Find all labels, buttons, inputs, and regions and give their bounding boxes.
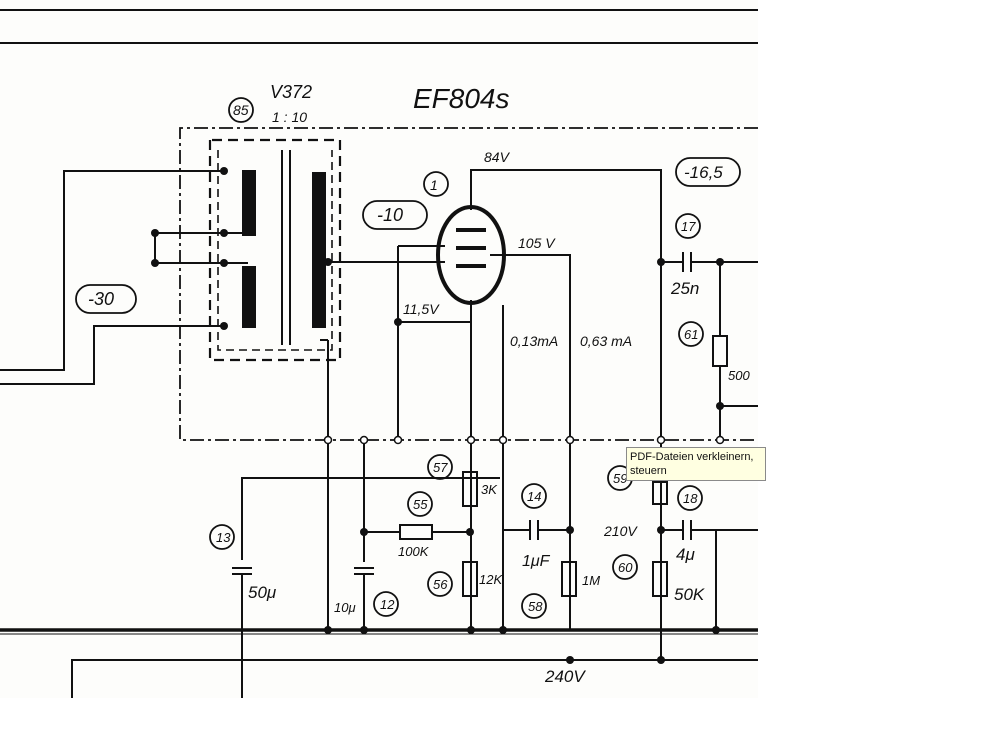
tooltip: PDF-Dateien verkleinern, steuern — [626, 447, 766, 481]
transformer-ratio-label: 1 : 10 — [272, 109, 307, 125]
component-61-number: 61 — [684, 327, 698, 342]
screen-current-label: 0,63 mA — [580, 333, 632, 349]
cathode-voltage-label: 11,5V — [403, 301, 440, 317]
schematic-drawing: EF804s 1 V372 1 : 10 85 -10 -30 -16,5 84… — [0, 9, 758, 698]
component-58-number: 58 — [528, 599, 543, 614]
component-12-number: 12 — [380, 597, 395, 612]
component-14-number: 14 — [527, 489, 541, 504]
component-60-value: 50K — [674, 585, 705, 604]
supply-210-label: 210V — [603, 523, 638, 539]
component-17-number: 17 — [681, 219, 696, 234]
screen-voltage-label: 105 V — [518, 235, 556, 251]
transformer-type-label: V372 — [270, 82, 312, 102]
grid-bias-box: -10 — [377, 205, 403, 225]
component-56-number: 56 — [433, 577, 448, 592]
component-58-value: 1M — [582, 573, 600, 588]
anode-voltage-label: 84V — [484, 149, 511, 165]
component-17-value: 25n — [670, 279, 699, 298]
component-12-value: 10μ — [334, 600, 356, 615]
schematic-scan: EF804s 1 V372 1 : 10 85 -10 -30 -16,5 84… — [0, 9, 758, 698]
component-55-number: 55 — [413, 497, 428, 512]
component-55-value: 100K — [398, 544, 430, 559]
component-57-value: 3K — [481, 482, 498, 497]
output-box: -16,5 — [684, 163, 723, 182]
input-box: -30 — [88, 289, 114, 309]
tooltip-line-1: PDF-Dateien verkleinern, — [630, 451, 754, 463]
tube-type-label: EF804s — [413, 83, 510, 114]
component-13-number: 13 — [216, 530, 231, 545]
anode-current-label: 0,13mA — [510, 333, 558, 349]
component-13-value: 50μ — [248, 583, 277, 602]
component-60-number: 60 — [618, 560, 633, 575]
component-57-number: 57 — [433, 460, 448, 475]
transformer-number-label: 85 — [233, 102, 249, 118]
component-18-number: 18 — [683, 491, 698, 506]
component-61-value: 500 — [728, 368, 750, 383]
component-56-value: 12K — [479, 572, 503, 587]
component-18-value: 4μ — [676, 545, 695, 564]
component-14-value: 1μF — [522, 553, 551, 570]
tube-number-label: 1 — [430, 177, 438, 193]
tooltip-line-2: steuern — [630, 465, 667, 477]
component-59-number: 59 — [613, 471, 627, 486]
supply-240-label: 240V — [544, 667, 586, 686]
